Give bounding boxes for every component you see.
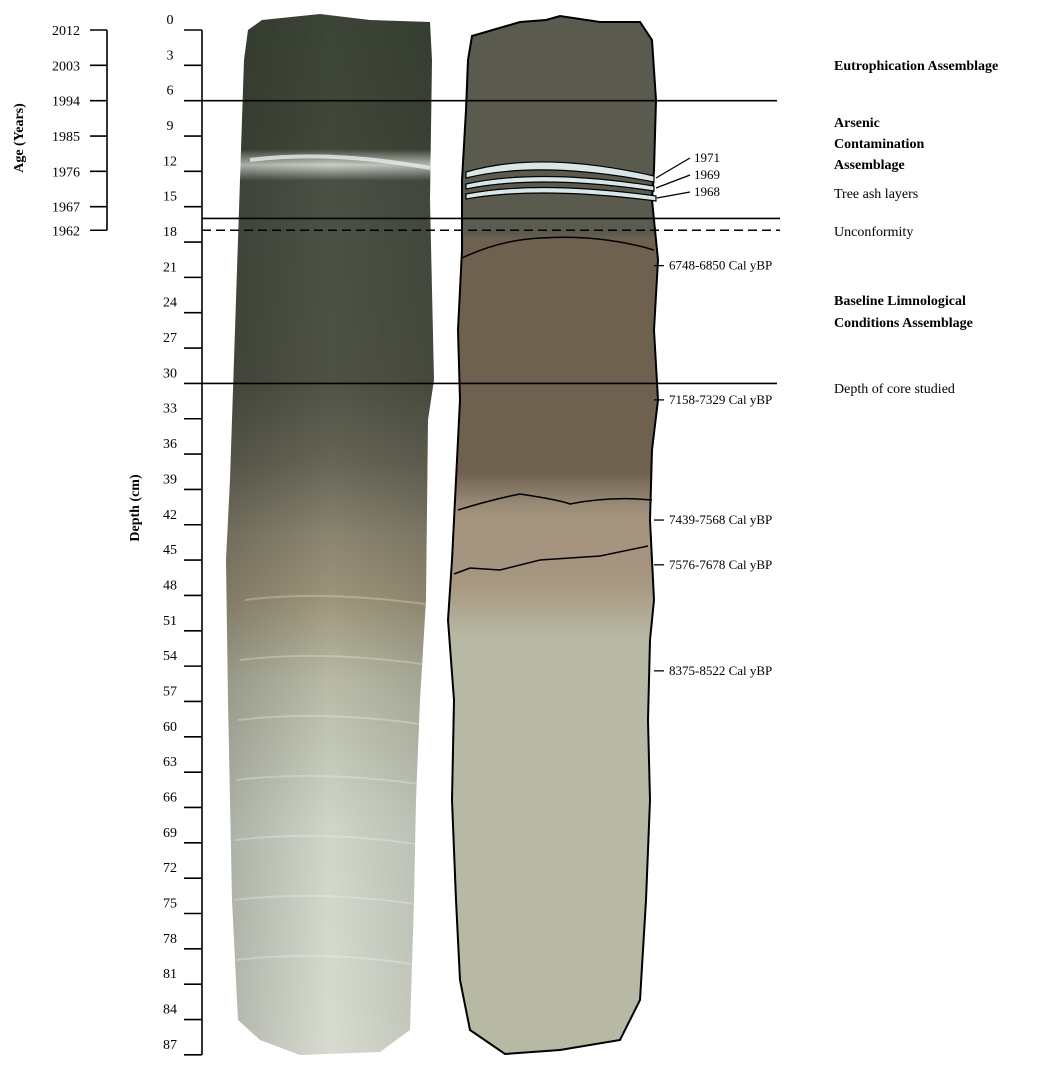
radiocarbon-date-label: 8375-8522 Cal yBP	[669, 663, 772, 678]
arsenic-label-line1: Arsenic	[834, 116, 880, 131]
depth-tick-label: 45	[163, 543, 177, 558]
depth-tick-label: 84	[163, 1003, 177, 1018]
age-axis: 2012 2003 1994 1985 1976 1967 1962	[52, 24, 107, 239]
arsenic-label-line2: Contamination	[834, 137, 924, 152]
depth-tick-label: 18	[163, 225, 177, 240]
ash-year-label: 1969	[694, 167, 720, 182]
ash-layer-labels: 1971 1969 1968	[656, 150, 720, 199]
radiocarbon-date-label: 7158-7329 Cal yBP	[669, 392, 772, 407]
age-tick-label: 1976	[52, 165, 80, 180]
depth-tick-label: 36	[163, 437, 177, 452]
depth-tick-label: 24	[163, 296, 177, 311]
depth-tick-label: 60	[163, 720, 177, 735]
core-photograph	[226, 14, 434, 1055]
depth-tick-label: 75	[163, 897, 177, 912]
depth-tick-label: 9	[167, 119, 174, 134]
baseline-label-line1: Baseline Limnological	[834, 294, 966, 309]
ash-leader-line	[656, 158, 690, 178]
age-tick-label: 2003	[52, 59, 80, 74]
depth-tick-label: 3	[167, 48, 174, 63]
tree-ash-layers-label: Tree ash layers	[834, 187, 918, 202]
ash-year-label: 1971	[694, 150, 720, 165]
core-photo-shade	[226, 14, 434, 1055]
depth-tick-label: 87	[163, 1038, 177, 1053]
age-tick-label: 2012	[52, 24, 80, 39]
depth-tick-label: 12	[163, 154, 177, 169]
depth-tick-label: 39	[163, 472, 177, 487]
depth-tick-label: 63	[163, 755, 177, 770]
depth-of-core-studied-label: Depth of core studied	[834, 382, 955, 397]
arsenic-label-line3: Assemblage	[834, 158, 905, 173]
eutrophication-assemblage-label: Eutrophication Assemblage	[834, 59, 998, 74]
radiocarbon-date-label: 7576-7678 Cal yBP	[669, 557, 772, 572]
depth-tick-label: 30	[163, 366, 177, 381]
depth-tick-label: 66	[163, 790, 177, 805]
depth-tick-label: 21	[163, 260, 177, 275]
depth-axis-title: Depth (cm)	[128, 474, 143, 542]
depth-tick-label: 78	[163, 932, 177, 947]
depth-tick-label: 57	[163, 684, 177, 699]
age-axis-title: Age (Years)	[12, 103, 27, 173]
depth-tick-label: 42	[163, 508, 177, 523]
unconformity-label: Unconformity	[834, 225, 913, 240]
depth-tick-label: 54	[163, 649, 177, 664]
depth-tick-label: 33	[163, 402, 177, 417]
age-tick-label: 1994	[52, 95, 80, 110]
radiocarbon-date-label: 6748-6850 Cal yBP	[669, 258, 772, 273]
depth-tick-label: 51	[163, 614, 177, 629]
age-tick-label: 1962	[52, 224, 80, 239]
depth-tick-label: 72	[163, 861, 177, 876]
age-tick-label: 1985	[52, 130, 80, 145]
ash-leader-line	[657, 192, 690, 198]
depth-tick-label: 48	[163, 578, 177, 593]
annotations: Eutrophication Assemblage Arsenic Contam…	[834, 59, 998, 397]
ash-year-label: 1968	[694, 184, 720, 199]
depth-axis: 0369121518212427303336394245485154576063…	[163, 13, 202, 1055]
depth-tick-label: 15	[163, 190, 177, 205]
age-tick-label: 1967	[52, 201, 80, 216]
core-schematic	[448, 16, 658, 1054]
baseline-label-line2: Conditions Assemblage	[834, 316, 973, 331]
depth-tick-label: 81	[163, 967, 177, 982]
depth-tick-label: 0	[167, 13, 174, 28]
depth-tick-label: 27	[163, 331, 177, 346]
depth-tick-label: 6	[167, 84, 174, 99]
radiocarbon-date-labels: 6748-6850 Cal yBP 7158-7329 Cal yBP 7439-7…	[654, 258, 772, 678]
radiocarbon-date-label: 7439-7568 Cal yBP	[669, 512, 772, 527]
ash-leader-line	[656, 175, 690, 188]
depth-tick-label: 69	[163, 826, 177, 841]
